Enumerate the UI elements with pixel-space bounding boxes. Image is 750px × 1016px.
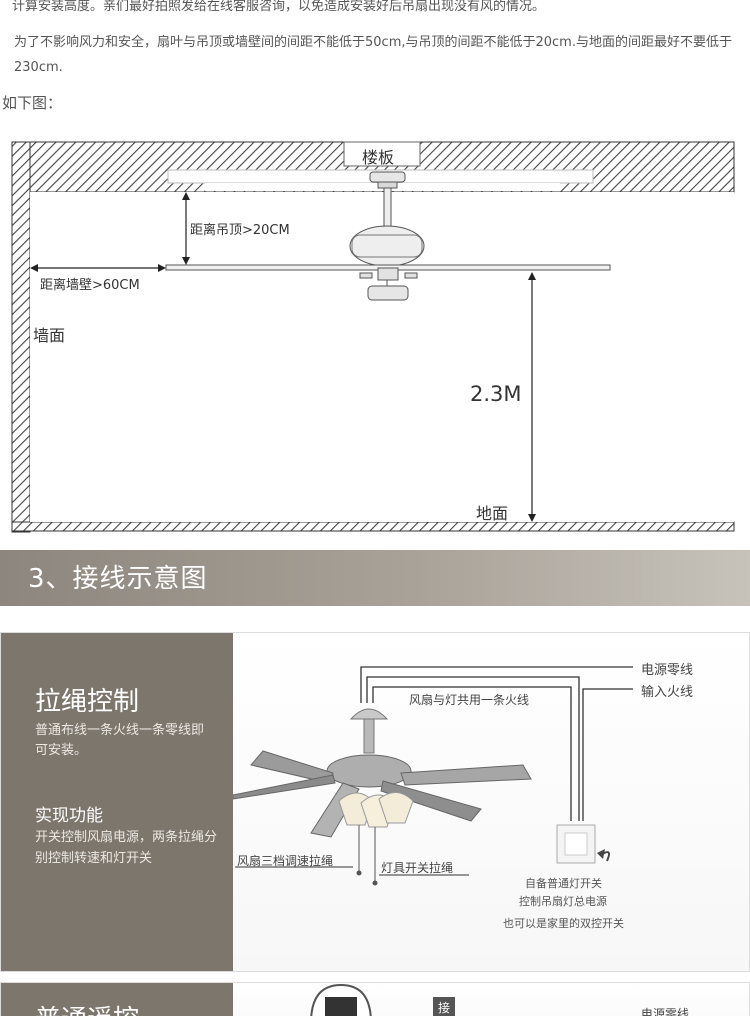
wiring-diagram-graphic [232,666,633,886]
as-shown-below: 如下图： [2,94,63,112]
switch-label-3: 也可以是家里的双控开关 [503,917,624,930]
wall-gap-label: 距离墙壁>60CM [40,278,140,293]
fan-motor [349,225,425,267]
floor-slab-label: 楼板 [362,148,395,167]
remote-neutral-label: 电源零线 [641,1007,690,1016]
light-cord-label: 灯具开关拉绳 [381,861,454,875]
intro-line-1: 计算安装高度。亲们最好拍照发给在线客服咨询，以免造成安装好后吊扇出现没有风的情况… [12,0,546,14]
remote-tag: 接 [433,997,455,1016]
remote-card: 普通遥控 接 电源零线 [0,982,750,1016]
pull-cord-info-panel: 拉绳控制 普通布线一条火线一条零线即可安装。 实现功能 开关控制风扇电源，两条拉… [1,633,233,971]
section-banner: 3、接线示意图 [0,550,750,606]
live-wire-label: 输入火线 [641,685,694,700]
installation-diagram-graphic [11,141,735,533]
pull-cord-desc: 普通布线一条火线一条零线即可安装。 [35,723,205,758]
neutral-wire-label: 电源零线 [641,663,694,678]
left-wall [11,141,31,533]
remote-info-panel: 普通遥控 [1,983,233,1016]
shared-live-label: 风扇与灯共用一条火线 [409,693,530,707]
height-label: 2.3M [470,382,522,406]
wall-label: 墙面 [33,326,66,345]
remote-title: 普通遥控 [35,999,139,1016]
pull-cord-card: 拉绳控制 普通布线一条火线一条零线即可安装。 实现功能 开关控制风扇电源，两条拉… [0,632,750,972]
section-title: 3、接线示意图 [28,564,208,594]
remote-controller-graphic [310,983,372,1016]
wiring-diagram-panel: 电源零线 输入火线 风扇与灯共用一条火线 风扇三档调速拉绳 灯具开关拉绳 自备普… [232,633,749,971]
floor [11,521,735,532]
speed-cord-label: 风扇三档调速拉绳 [237,854,334,868]
pull-cord-title: 拉绳控制 [35,687,140,717]
fan-downrod [383,187,392,231]
ground-label: 地面 [476,504,509,523]
switch-label-1: 自备普通灯开关 [525,877,602,890]
fan-light-cup [367,285,409,301]
installation-diagram: 楼板 距离吊顶>20CM 距离墙壁>60CM 墙面 2.3M 地面 [0,128,750,538]
fan-motor-housing [326,754,412,788]
feature-desc: 开关控制风扇电源，两条拉绳分别控制转速和灯开关 [35,830,218,866]
switch-label-2: 控制吊扇灯总电源 [519,895,607,908]
intro-paragraph: 为了不影响风力和安全，扇叶与吊顶或墙壁间的间距不能低于50cm,与吊顶的间距不能… [14,35,732,75]
ceiling-gap-label: 距离吊顶>20CM [190,223,290,238]
feature-title: 实现功能 [35,806,103,826]
